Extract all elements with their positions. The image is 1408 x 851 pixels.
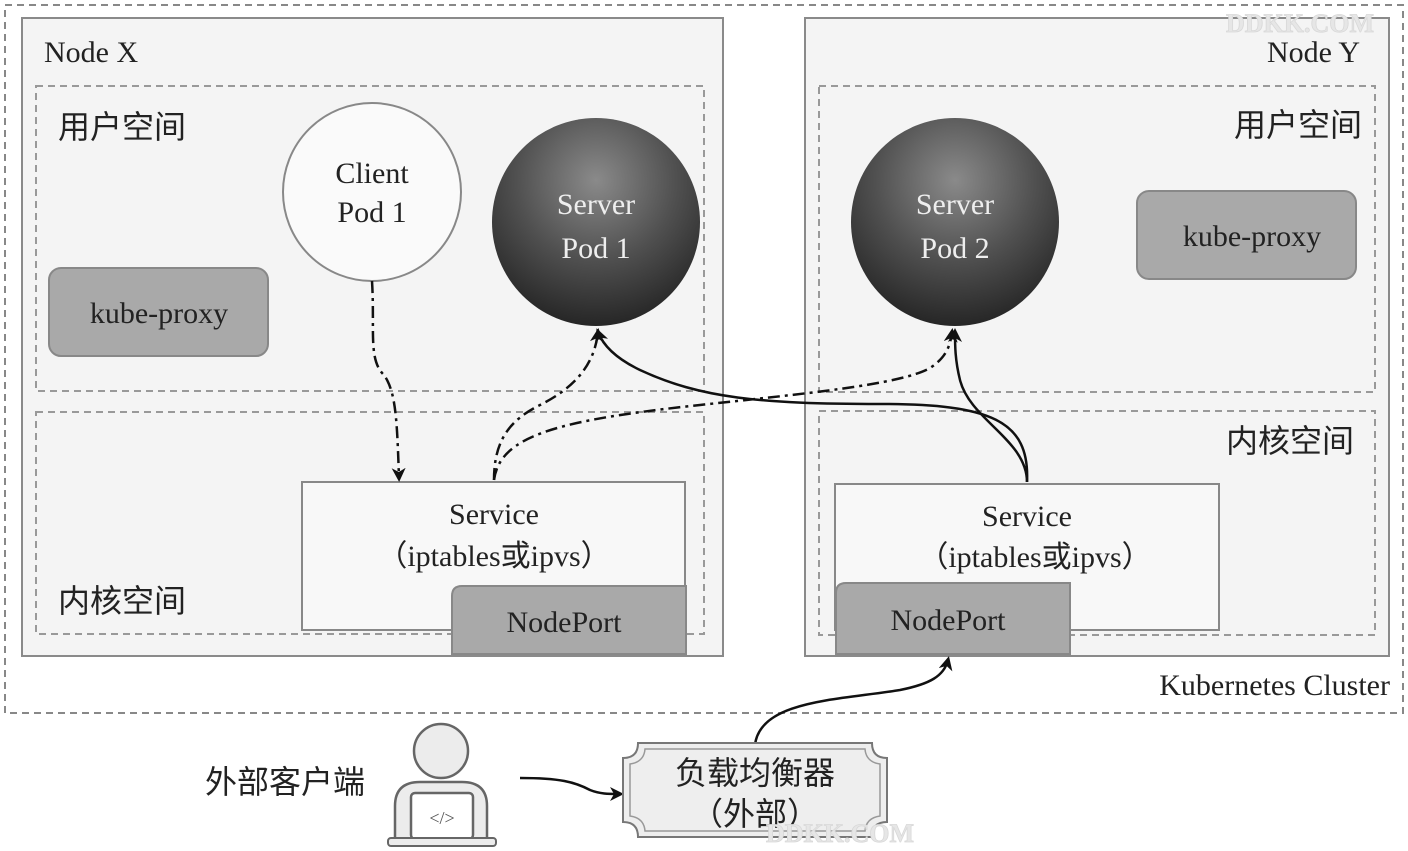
svg-text:kube-proxy: kube-proxy [90,297,228,330]
node-y-kernel-space [818,410,1376,636]
node-x-title: Node X [44,36,138,69]
kubernetes-cluster-boundary [4,4,1404,714]
node-x-nodeport: NodePort [451,585,687,655]
node-y-nodeport: NodePort [835,582,1071,655]
arrow-servicex-to-pod2 [492,328,958,481]
svg-text:Pod 2: Pod 2 [920,232,989,265]
load-balancer: 负载均衡器 （外部） [622,742,888,838]
arrow-client-to-lb [519,776,624,801]
svg-text:Pod 1: Pod 1 [337,196,406,229]
svg-text:Pod 1: Pod 1 [561,232,630,265]
svg-text:NodePort: NodePort [507,606,623,639]
svg-text:Server: Server [557,188,635,221]
flow-arrows [370,280,1029,801]
svg-text:（iptables或ipvs）: （iptables或ipvs） [918,541,1151,574]
arrow-lb-to-nodeport [753,656,953,746]
node-y-title: Node Y [1267,36,1360,69]
cluster-label: Kubernetes Cluster [1159,669,1390,702]
server-pod-1: Server Pod 1 [492,118,700,326]
arrow-client-to-service [370,280,406,482]
node-y-user-space-label: 用户空间 [1234,106,1362,144]
watermark-bottom: DDKK.COM [766,819,914,848]
node-y-kernel-space-label: 内核空间 [1226,422,1354,460]
watermark-top: DDKK.COM [1226,9,1374,38]
svg-text:负载均衡器: 负载均衡器 [675,754,835,792]
external-client-label: 外部客户端 [205,763,365,801]
arrow-servicey-to-pod2 [948,328,1029,483]
svg-text:kube-proxy: kube-proxy [1183,220,1321,253]
svg-text:Server: Server [916,188,994,221]
arrow-servicey-to-pod1 [595,328,1029,483]
node-y: Node Y 用户空间 内核空间 Server Pod 2 kube-proxy… [804,17,1390,657]
svg-text:Service: Service [449,498,539,531]
svg-text:</>: </> [429,808,454,828]
svg-text:NodePort: NodePort [891,604,1007,637]
node-x-kernel-space [35,411,705,635]
node-y-user-space [818,85,1376,393]
node-x-kernel-space-label: 内核空间 [58,582,186,620]
node-x-user-space [35,85,705,392]
node-y-kube-proxy: kube-proxy [1136,190,1357,280]
arrow-servicex-to-pod1 [492,328,604,481]
svg-text:（外部）: （外部） [691,795,819,833]
developer-laptop-icon: </> [387,722,497,847]
node-x-user-space-label: 用户空间 [58,108,186,146]
client-pod-1: Client Pod 1 [282,102,462,282]
server-pod-2: Server Pod 2 [851,118,1059,326]
svg-text:Service: Service [982,500,1072,533]
svg-text:（iptables或ipvs）: （iptables或ipvs） [377,540,610,573]
node-x-kube-proxy: kube-proxy [48,267,269,357]
svg-text:Client: Client [335,157,409,190]
